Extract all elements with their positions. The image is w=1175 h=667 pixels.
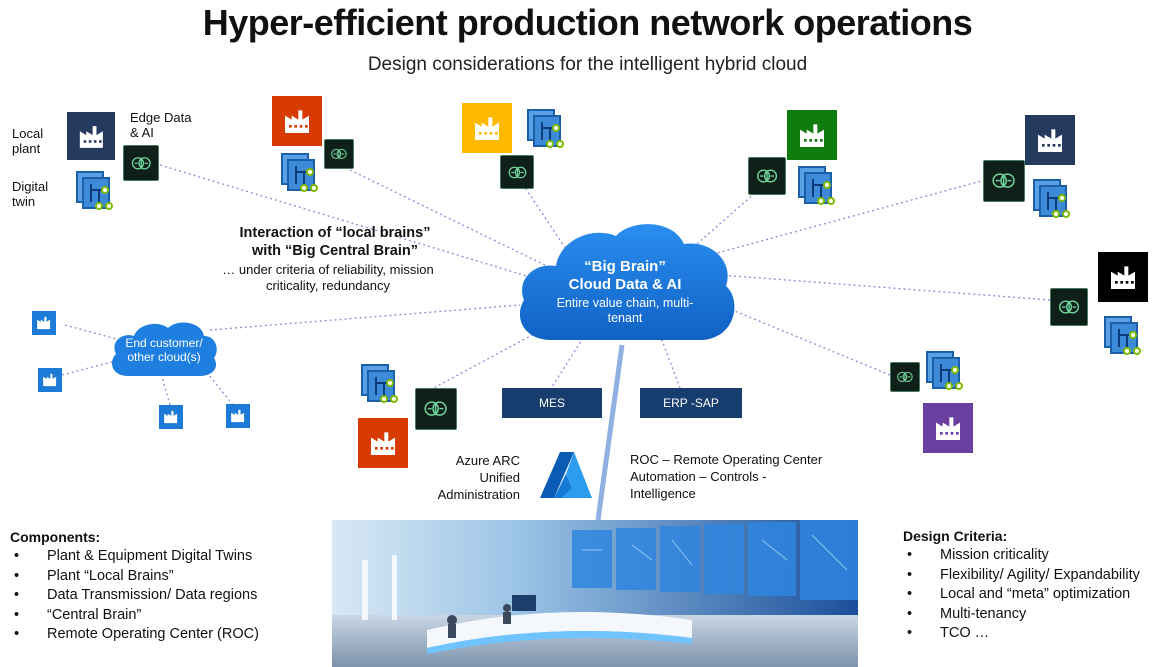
factory-icon: [462, 103, 512, 153]
roc-text: ROC – Remote Operating Center Automation…: [630, 451, 870, 502]
criteria-item: Local and “meta” optimization: [903, 585, 1175, 605]
design-criteria-title: Design Criteria:: [903, 528, 1008, 544]
factory-icon: [1098, 252, 1148, 302]
page-subtitle: Design considerations for the intelligen…: [367, 54, 808, 75]
roc-line-1: ROC – Remote Operating Center: [630, 452, 823, 467]
big-brain-subtitle: Cloud Data & AI: [568, 276, 682, 293]
factory-icon: [159, 405, 183, 429]
component-item: Data Transmission/ Data regions: [10, 586, 330, 606]
azure-logo-icon: [540, 452, 592, 498]
roc-line-3: Intelligence: [630, 486, 696, 501]
digital-twin-icon: [76, 171, 113, 210]
edge-data-ai-label: Edge Data & AI: [130, 110, 192, 140]
digital-twin-icon: [527, 109, 564, 148]
digital-twin-icon: [798, 166, 835, 205]
criteria-item: Flexibility/ Agility/ Expandability: [903, 566, 1175, 586]
factory-icon: [32, 311, 56, 335]
control-room-photo: [332, 520, 858, 667]
cloud-icon: [112, 322, 217, 376]
components-section: Components: Plant & Equipment Digital Tw…: [10, 529, 330, 645]
interaction-heading: Interaction of “local brains” with “Big …: [190, 224, 480, 260]
big-brain-cloud: “Big Brain” Cloud Data & AI Entire value…: [520, 258, 730, 326]
azure-arc-line-3: Administration: [437, 487, 520, 502]
big-brain-title: “Big Brain”: [584, 258, 666, 275]
erp-sap-box: ERP -SAP: [640, 388, 742, 418]
interaction-line-3: … under criteria of reliability, mission: [222, 262, 434, 277]
digital-twin-icon: [926, 351, 963, 390]
azure-arc-line-1: Azure ARC: [455, 453, 520, 468]
factory-icon: [358, 418, 408, 468]
interaction-subtext: … under criteria of reliability, mission…: [198, 262, 458, 294]
brain-chip-icon: [500, 155, 534, 189]
factory-icon: [38, 368, 62, 392]
components-title: Components:: [10, 529, 101, 545]
brain-chip-icon: [890, 362, 920, 392]
factory-icon: [787, 110, 837, 160]
azure-arc-text: Azure ARC Unified Administration: [420, 452, 520, 503]
brain-chip-icon: [324, 139, 354, 169]
brain-chip-icon: [748, 157, 786, 195]
design-criteria-section: Design Criteria: Mission criticality Fle…: [903, 528, 1175, 644]
big-brain-desc-2: tenant: [607, 311, 643, 325]
interaction-line-1: Interaction of “local brains”: [239, 225, 431, 241]
roc-line-2: Automation – Controls -: [630, 469, 767, 484]
component-item: “Central Brain”: [10, 606, 330, 626]
brain-chip-icon: [1050, 288, 1088, 326]
component-item: Remote Operating Center (ROC): [10, 625, 330, 645]
brain-chip-icon: [983, 160, 1025, 202]
factory-icon: [226, 404, 250, 428]
brain-chip-icon: [415, 388, 457, 430]
page-title: Hyper-efficient production network opera…: [202, 2, 973, 43]
local-plant-label: Local plant: [12, 126, 44, 156]
digital-twin-icon: [361, 364, 398, 403]
brain-chip-icon: [123, 145, 159, 181]
digital-twin-label: Digital twin: [12, 179, 49, 209]
interaction-line-2: with “Big Central Brain”: [252, 243, 418, 259]
interaction-line-4: criticality, redundancy: [265, 278, 391, 293]
end-customer-cloud: End customer/ other cloud(s): [112, 336, 216, 364]
digital-twin-icon: [281, 153, 318, 192]
mes-box: MES: [502, 388, 602, 418]
digital-twin-icon: [1104, 316, 1141, 355]
cloud-icon: [519, 224, 735, 340]
factory-icon: [1025, 115, 1075, 165]
big-brain-desc-1: Entire value chain, multi-: [556, 296, 694, 310]
component-item: Plant “Local Brains”: [10, 567, 330, 587]
factory-icon: [923, 403, 973, 453]
criteria-item: TCO …: [903, 624, 1175, 644]
component-item: Plant & Equipment Digital Twins: [10, 547, 330, 567]
digital-twin-icon: [1033, 179, 1070, 218]
factory-icon: [272, 96, 322, 146]
azure-arc-line-2: Unified: [479, 470, 520, 485]
criteria-item: Multi-tenancy: [903, 605, 1175, 625]
end-customer-line-1: End customer/: [125, 336, 203, 350]
criteria-item: Mission criticality: [903, 546, 1175, 566]
factory-icon: [67, 112, 115, 160]
end-customer-line-2: other cloud(s): [127, 350, 201, 364]
